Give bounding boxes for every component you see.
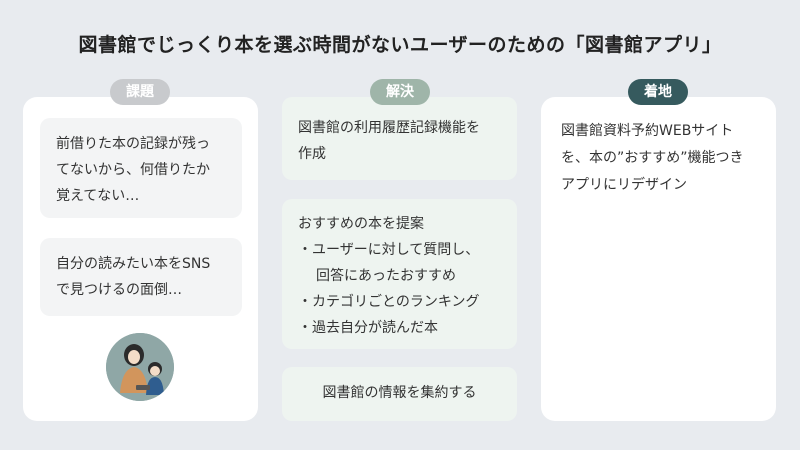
- issue-card-1-line: てないから、何借りたか: [56, 162, 210, 178]
- issue-card-1: 前借りた本の記録が残っ てないから、何借りたか 覚えてない…: [40, 118, 242, 218]
- solution-card-2-line: 回答にあったおすすめ: [316, 268, 456, 284]
- solution-card-1: 図書館の利用履歴記録機能を 作成: [282, 97, 517, 180]
- landing-line: を、本の”おすすめ”機能つき: [561, 150, 744, 166]
- landing-panel: 図書館資料予約WEBサイト を、本の”おすすめ”機能つき アプリにリデザイン: [541, 97, 776, 421]
- solution-card-2-line: ・過去自分が読んだ本: [298, 320, 438, 336]
- solution-card-1-line: 作成: [298, 146, 326, 162]
- solution-badge: 解決: [370, 79, 430, 105]
- issue-card-2: 自分の読みたい本をSNS で見つけるの面倒…: [40, 238, 242, 316]
- solution-card-2-line: ・ユーザーに対して質問し、: [298, 242, 480, 258]
- mother-and-child-reading-illustration: [106, 333, 174, 401]
- solution-card-3: 図書館の情報を集約する: [282, 367, 517, 421]
- issue-card-1-line: 覚えてない…: [56, 188, 140, 204]
- page-title: 図書館でじっくり本を選ぶ時間がないユーザーのための「図書館アプリ」: [78, 34, 722, 56]
- solution-card-2: おすすめの本を提案 ・ユーザーに対して質問し、 回答にあったおすすめ ・カテゴリ…: [282, 199, 517, 349]
- solution-card-2-line: おすすめの本を提案: [298, 216, 424, 232]
- landing-line: 図書館資料予約WEBサイト: [561, 123, 734, 139]
- landing-badge: 着地: [628, 79, 688, 105]
- issue-badge: 課題: [110, 79, 170, 105]
- issue-card-2-line: で見つけるの面倒…: [56, 282, 182, 298]
- solution-card-1-line: 図書館の利用履歴記録機能を: [298, 120, 480, 136]
- solution-card-2-line: ・カテゴリごとのランキング: [298, 294, 480, 310]
- issue-card-1-line: 前借りた本の記録が残っ: [56, 136, 210, 152]
- landing-line: アプリにリデザイン: [561, 177, 687, 193]
- solution-card-3-line: 図書館の情報を集約する: [322, 385, 477, 401]
- issue-card-2-line: 自分の読みたい本をSNS: [56, 256, 211, 272]
